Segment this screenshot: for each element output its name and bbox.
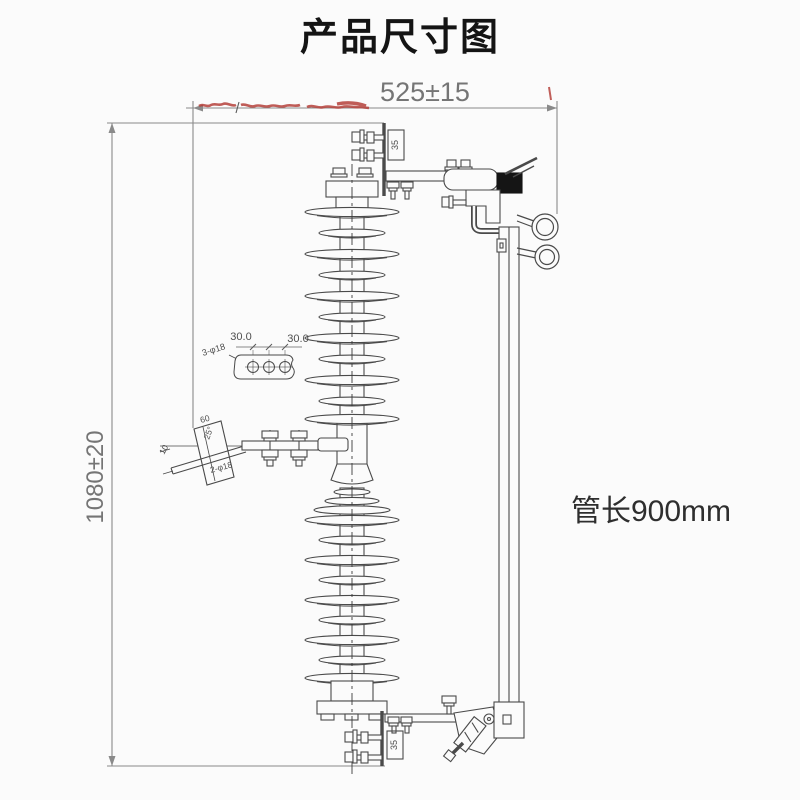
bottom-mounting-bracket xyxy=(344,711,404,766)
flange-hanging-bolts xyxy=(387,716,413,734)
middle-arm-bolt-1 xyxy=(261,430,279,467)
top-arm xyxy=(385,170,447,182)
hole-plate-dim-left: 30.0 xyxy=(230,331,251,343)
middle-arm xyxy=(241,440,319,451)
hole-plate-dim-right: 30.0 xyxy=(287,333,308,345)
fuse-holder-body xyxy=(443,168,499,191)
upper-contact-assembly xyxy=(385,156,538,234)
bottom-bracket-bolt-lower xyxy=(344,749,383,764)
overall-height-label: 1080±20 xyxy=(82,430,109,523)
latch-lever xyxy=(504,156,538,176)
top-arm-bolts xyxy=(386,181,414,200)
fuse-tube xyxy=(496,226,520,706)
latch-block xyxy=(496,172,523,194)
tube-length-note: 管长900mm xyxy=(571,495,731,528)
upper-casting xyxy=(465,189,501,224)
mount-plate-thickness-label: 10 xyxy=(157,443,170,456)
bottom-bolt-spacing-plate xyxy=(386,730,404,760)
top-bracket-bolt-upper xyxy=(351,129,385,144)
top-bolt-spacing-label: 35 xyxy=(390,140,400,150)
hole-plate-detail xyxy=(228,343,302,380)
hole-plate-holes-label: 3-φ18 xyxy=(201,341,227,358)
bottom-bolt-spacing-label: 35 xyxy=(389,740,399,750)
mount-plate-angle-label: 25° xyxy=(201,425,215,441)
top-bracket-bolt-lower xyxy=(351,147,385,162)
pull-rings xyxy=(516,213,560,270)
upper-casting-bolt xyxy=(441,195,467,209)
top-mounting-bracket xyxy=(351,123,405,196)
page-title: 产品尺寸图 xyxy=(299,17,500,59)
top-bolt-spacing-plate xyxy=(387,129,405,161)
middle-arm-bolt-2 xyxy=(290,430,308,467)
bottom-arm-bolt-vertical xyxy=(441,695,457,715)
dimension-overall-width xyxy=(186,101,558,428)
dimension-overall-height xyxy=(107,122,385,767)
trunnion-bolt xyxy=(442,741,465,763)
bottom-bracket-bolt-upper xyxy=(344,729,383,744)
mount-plate-width-label: 60 xyxy=(199,413,211,425)
redaction-scribble xyxy=(198,86,552,110)
middle-terminal-bracket xyxy=(159,420,349,486)
line-terminal xyxy=(317,437,349,452)
mount-plate xyxy=(193,420,235,486)
lower-hinge-assembly xyxy=(384,695,525,763)
plate-holes xyxy=(245,359,293,375)
overall-width-label: 525±15 xyxy=(380,77,470,107)
